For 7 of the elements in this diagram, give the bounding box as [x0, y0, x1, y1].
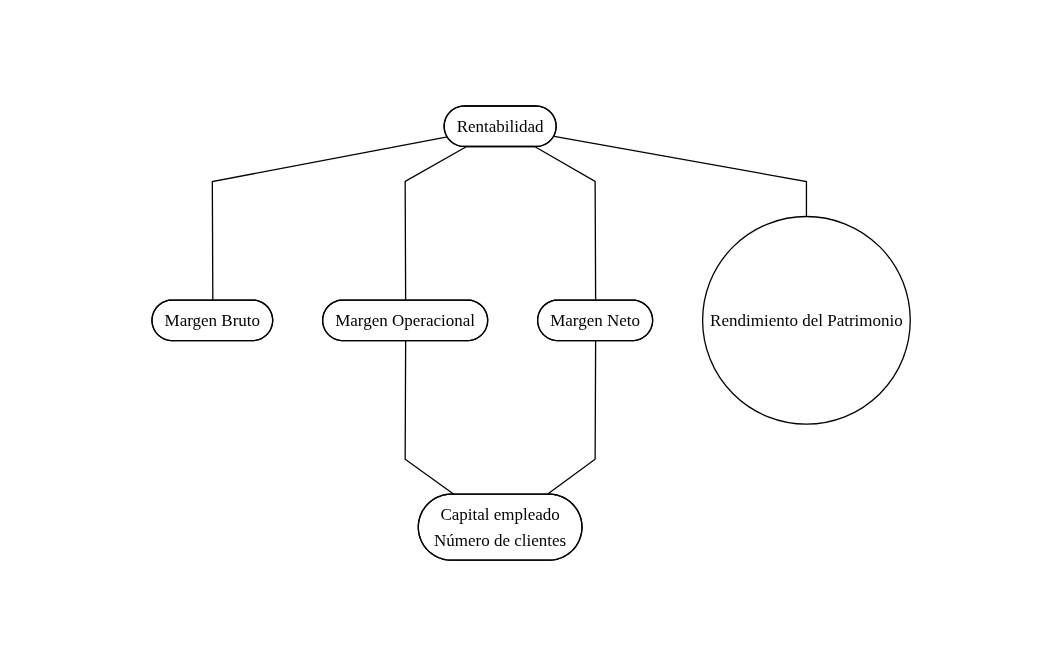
- connector: [211, 136, 448, 302]
- node-circle: Rendimiento del Patrimonio: [701, 215, 911, 425]
- connector: [534, 146, 597, 302]
- connector: [404, 146, 467, 302]
- connector: [553, 135, 807, 218]
- connector: [404, 340, 456, 496]
- connector: [545, 340, 597, 496]
